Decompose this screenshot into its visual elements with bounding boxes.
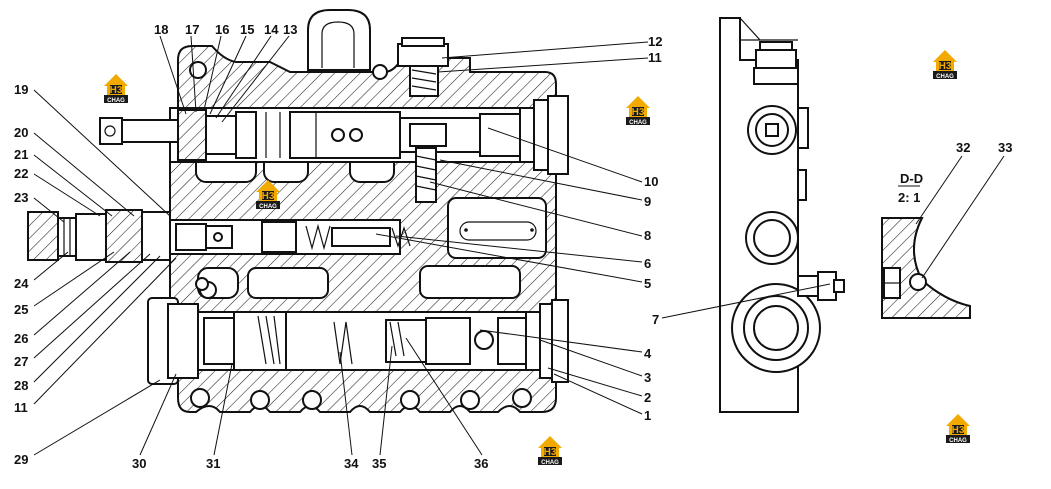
callout-19: 19 — [14, 82, 28, 97]
callout-11-left: 11 — [14, 400, 28, 415]
svg-text:H3: H3 — [262, 191, 275, 202]
callout-24: 24 — [14, 276, 29, 291]
callout-20: 20 — [14, 125, 28, 140]
callout-18: 18 — [154, 22, 168, 37]
callout-31: 31 — [206, 456, 220, 471]
callout-7: 7 — [652, 312, 659, 327]
callout-9: 9 — [644, 194, 651, 209]
upper-spool-bore — [99, 95, 569, 175]
callout-3: 3 — [644, 370, 651, 385]
callout-34: 34 — [344, 456, 359, 471]
detail-scale: 2: 1 — [898, 190, 920, 205]
h3-logo-icon: H3 CHAG — [626, 96, 650, 126]
svg-text:CHAG: CHAG — [541, 460, 559, 466]
callout-15: 15 — [240, 22, 254, 37]
callout-23: 23 — [14, 190, 28, 205]
callout-25: 25 — [14, 302, 28, 317]
h3-logo-icon: H3 CHAG — [104, 74, 128, 104]
callout-4: 4 — [644, 346, 652, 361]
h3-logo-icon: H3 CHAG — [946, 414, 970, 444]
callout-2: 2 — [644, 390, 651, 405]
callout-29: 29 — [14, 452, 28, 467]
h3-logo-icon: H3 CHAG — [933, 50, 957, 80]
watermark-logos: H3 CHAG H3 CHAG H3 CHAG H3 CHAG H3 CHAG … — [104, 50, 970, 466]
callout-5: 5 — [644, 276, 651, 291]
callout-30: 30 — [132, 456, 146, 471]
callout-labels: 18 17 16 15 14 13 12 11 19 20 21 22 23 2… — [14, 22, 1012, 471]
svg-text:H3: H3 — [110, 85, 123, 96]
middle-spool-bore — [27, 209, 411, 263]
callout-17: 17 — [185, 22, 199, 37]
callout-32: 32 — [956, 140, 970, 155]
callout-11-top: 11 — [648, 50, 662, 65]
callout-33: 33 — [998, 140, 1012, 155]
callout-21: 21 — [14, 147, 28, 162]
callout-16: 16 — [215, 22, 229, 37]
svg-text:CHAG: CHAG — [949, 438, 967, 444]
callout-28: 28 — [14, 378, 28, 393]
callout-35: 35 — [372, 456, 386, 471]
leader-lines — [33, 35, 1005, 456]
h3-logo-icon: H3 CHAG — [538, 436, 562, 466]
svg-text:H3: H3 — [632, 107, 645, 118]
svg-text:CHAG: CHAG — [629, 120, 647, 126]
svg-text:CHAG: CHAG — [107, 98, 125, 104]
detail-title: D-D — [900, 171, 923, 186]
callout-6: 6 — [644, 256, 651, 271]
side-view — [719, 17, 845, 413]
callout-13: 13 — [283, 22, 297, 37]
svg-text:H3: H3 — [544, 447, 557, 458]
svg-text:CHAG: CHAG — [259, 204, 277, 210]
callout-8: 8 — [644, 228, 651, 243]
top-plug-assembly — [397, 37, 449, 203]
h3-logo-icon: H3 CHAG — [256, 180, 280, 210]
svg-text:CHAG: CHAG — [936, 74, 954, 80]
callout-12: 12 — [648, 34, 662, 49]
callout-27: 27 — [14, 354, 28, 369]
svg-text:H3: H3 — [939, 61, 952, 72]
detail-d-d: D-D 2: 1 — [881, 171, 971, 319]
callout-26: 26 — [14, 331, 28, 346]
callout-36: 36 — [474, 456, 488, 471]
svg-text:H3: H3 — [952, 425, 965, 436]
callout-1: 1 — [644, 408, 651, 423]
callout-22: 22 — [14, 166, 28, 181]
callout-10: 10 — [644, 174, 658, 189]
callout-14: 14 — [264, 22, 279, 37]
